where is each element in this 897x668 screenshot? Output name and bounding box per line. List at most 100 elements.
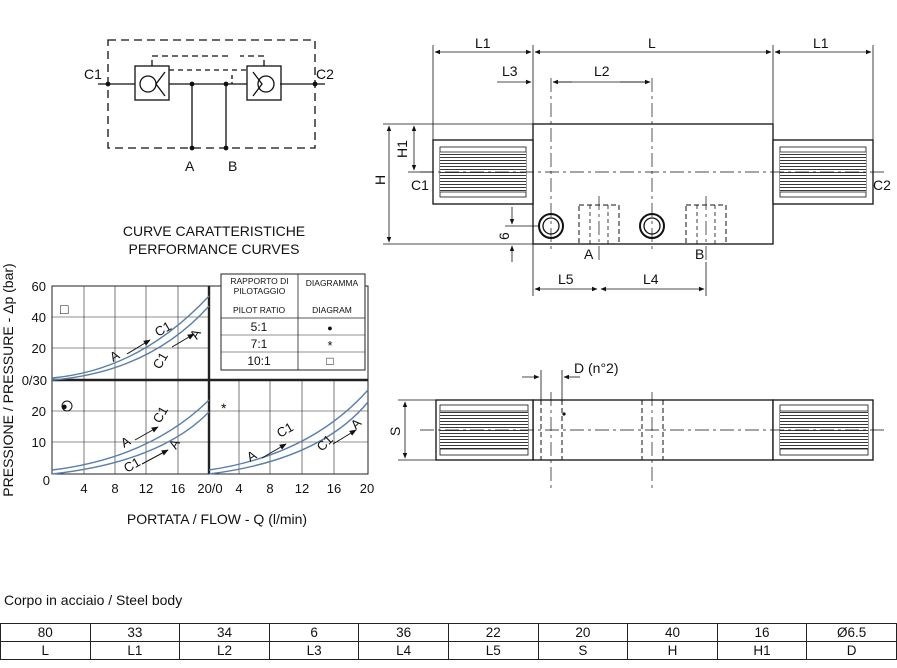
curve-label-c1-upper: C1: [152, 318, 174, 339]
dim-c1: C1: [411, 177, 429, 193]
spec-label: L1: [89, 641, 181, 660]
legend-ratio-5-1: 5:1: [251, 320, 268, 334]
spec-label: S: [537, 641, 629, 660]
curve-label-c1-right-2: C1: [314, 432, 336, 454]
front-view: [420, 78, 885, 262]
x-tick: 4: [80, 481, 87, 496]
spec-values-row: 80 33 34 6 36 22 20 40 16 Ø6.5: [0, 623, 897, 642]
top-view: [420, 392, 885, 490]
check-valve-right: [246, 65, 282, 101]
curves-title-it: CURVE CARATTERISTICHE: [123, 223, 305, 239]
x-tick: 20: [360, 481, 374, 496]
y-axis-ticks: 60 40 20 0/30 20 10 0: [22, 279, 50, 488]
dim-h1: H1: [394, 140, 410, 158]
dim-l2: L2: [594, 63, 610, 79]
dim-six: 6: [496, 232, 512, 240]
x-tick: 4: [235, 481, 242, 496]
x-tick: 20/0: [197, 481, 222, 496]
spec-value: 36: [358, 623, 449, 642]
dim-d: D (n°2): [574, 360, 619, 376]
circuit-nodes: [105, 81, 318, 151]
spec-value: 20: [537, 623, 629, 642]
spec-value: 34: [179, 623, 270, 642]
material-caption: Corpo in acciaio / Steel body: [4, 592, 183, 608]
y-tick: 0/30: [22, 373, 47, 388]
legend-subheader-diagram: DIAGRAM: [312, 305, 352, 315]
circuit-port-c1: C1: [84, 66, 102, 82]
front-view-dimensions: [383, 45, 874, 296]
spec-label: D: [806, 641, 897, 660]
x-tick: 12: [295, 481, 309, 496]
legend-header-ratio: RAPPORTO DI PILOTAGGIO: [230, 276, 289, 296]
dim-l: L: [648, 35, 656, 51]
circuit-port-a: A: [185, 158, 195, 174]
x-tick: 8: [266, 481, 273, 496]
legend-header-diagram: DIAGRAMMA: [306, 278, 359, 288]
circuit-port-c2: C2: [316, 66, 334, 82]
spec-label: L5: [447, 641, 539, 660]
x-axis-label: PORTATA / FLOW - Q (l/min): [127, 511, 307, 527]
y-tick: 20: [32, 341, 46, 356]
x-tick: 12: [139, 481, 153, 496]
y-tick: 40: [32, 310, 46, 325]
dim-l4: L4: [643, 271, 659, 287]
spec-value: 6: [268, 623, 360, 642]
marker-square: □: [60, 301, 69, 317]
body-front: [532, 123, 774, 245]
x-tick: 8: [111, 481, 118, 496]
curve-label-c1-right: C1: [274, 419, 296, 440]
pilot-ratio-legend: RAPPORTO DI PILOTAGGIO DIAGRAMMA PILOT R…: [220, 273, 366, 371]
top-view-dimensions: [398, 370, 580, 461]
spec-table: 80 33 34 6 36 22 20 40 16 Ø6.5 L L1 L2 L…: [0, 623, 897, 660]
circuit-outline: [107, 39, 316, 149]
curve-label-a-right-2: A: [348, 415, 365, 432]
circuit-port-b: B: [228, 158, 237, 174]
spec-value: 22: [447, 623, 539, 642]
spec-value: 16: [716, 623, 808, 642]
curve-label-c1-upper-2: C1: [150, 350, 171, 372]
x-tick: 16: [327, 481, 341, 496]
dim-l3: L3: [502, 63, 518, 79]
legend-symbol-star: *: [327, 338, 332, 353]
spec-label: L: [0, 641, 91, 660]
circuit-symbol: [98, 39, 325, 150]
dim-port-a: A: [584, 246, 594, 262]
legend-ratio-10-1: 10:1: [247, 354, 271, 368]
curve-label-c1-lower: C1: [150, 404, 171, 426]
spec-value: 80: [0, 623, 91, 642]
curves-grid: [51, 285, 369, 475]
chart-markers: □ ● *: [60, 301, 227, 416]
curve-label-a-upper-2: A: [187, 326, 204, 341]
y-axis-label: PRESSIONE / PRESSURE - Δp (bar): [0, 263, 16, 496]
spec-value: 33: [89, 623, 181, 642]
spec-label: L3: [268, 641, 360, 660]
curve-label-a-upper: A: [107, 347, 122, 364]
marker-circle: ●: [61, 401, 68, 413]
dim-port-b: B: [695, 246, 704, 262]
legend-ratio-7-1: 7:1: [251, 337, 268, 351]
marker-star: *: [221, 400, 227, 416]
performance-curves: [51, 295, 369, 475]
x-axis-ticks: 4 8 12 16 20/0 4 8 12 16 20: [80, 481, 374, 496]
spec-label: H1: [716, 641, 808, 660]
spec-label: L4: [358, 641, 449, 660]
y-tick: 20: [32, 404, 46, 419]
spec-label: L2: [179, 641, 270, 660]
spec-value: 40: [627, 623, 718, 642]
dim-l5: L5: [558, 271, 574, 287]
legend-symbol-circle: ●: [327, 323, 332, 333]
legend-subheader-ratio: PILOT RATIO: [233, 305, 286, 315]
curves-title-en: PERFORMANCE CURVES: [129, 241, 300, 257]
curve-arrows: [126, 333, 357, 465]
spec-value: Ø6.5: [806, 623, 897, 642]
legend-symbol-square: □: [326, 354, 333, 368]
spec-labels-row: L L1 L2 L3 L4 L5 S H H1 D: [0, 641, 897, 660]
y-tick: 60: [32, 279, 46, 294]
dim-c2: C2: [873, 177, 891, 193]
dim-l1-left: L1: [475, 35, 491, 51]
y-tick: 10: [32, 435, 46, 450]
dim-l1-right: L1: [813, 35, 829, 51]
x-tick: 16: [171, 481, 185, 496]
y-tick: 0: [43, 473, 50, 488]
